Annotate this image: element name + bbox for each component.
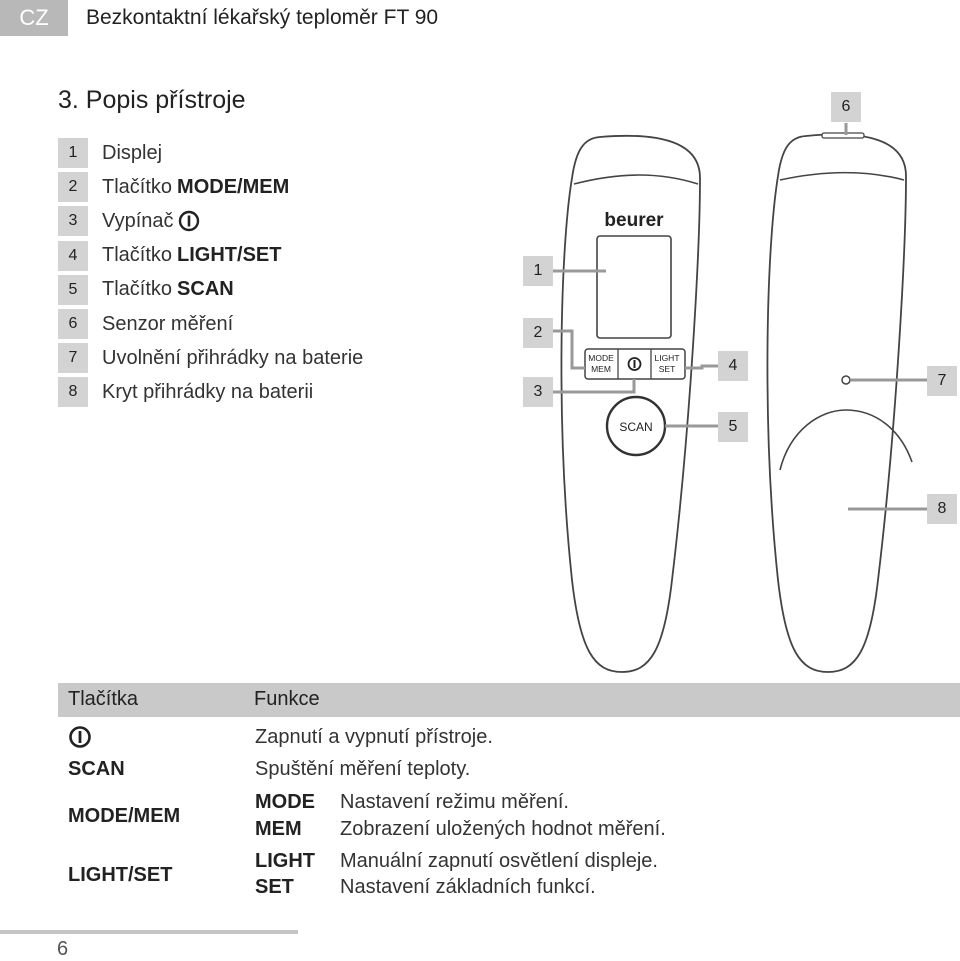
display-window: [596, 235, 672, 339]
sub-function-key: LIGHT: [255, 850, 315, 872]
sub-function-key: MODE: [255, 791, 315, 813]
callout-number: 5: [718, 412, 748, 442]
list-item: 8 Kryt přihrádky na baterii: [58, 375, 363, 409]
part-number: 4: [58, 240, 88, 271]
sub-function-key: SET: [255, 876, 294, 898]
callout-lines: [553, 123, 927, 511]
part-label-bold: MODE/MEM: [177, 175, 290, 198]
callout-number: 1: [523, 256, 553, 286]
power-icon: [627, 357, 642, 371]
part-label: Displej: [102, 141, 163, 164]
part-number: 7: [58, 343, 88, 374]
part-label: Vypínač: [102, 209, 174, 232]
part-label: Tlačítko: [102, 278, 173, 301]
callout-number: 7: [927, 366, 957, 396]
mem-button-label: MEM: [591, 364, 611, 374]
function-text: Nastavení režimu měření.: [340, 791, 569, 813]
list-item: 2 Tlačítko MODE/MEM: [58, 170, 363, 204]
section-title: 3. Popis přístroje: [58, 86, 246, 114]
list-item: 7 Uvolnění přihrádky na baterie: [58, 341, 363, 375]
function-text: Spuštění měření teploty.: [255, 758, 471, 780]
callout-number: 2: [523, 318, 553, 348]
list-item: 1 Displej: [58, 136, 363, 170]
callout-number: 4: [718, 351, 748, 381]
function-text: Zapnutí a vypnutí přístroje.: [255, 726, 493, 748]
part-label: Tlačítko: [102, 244, 173, 267]
scan-button-label: SCAN: [619, 420, 652, 434]
footer-divider: [0, 930, 298, 934]
part-label-bold: SCAN: [177, 278, 234, 301]
light-button-label: LIGHT: [654, 353, 679, 363]
table-header: Tlačítka Funkce: [58, 683, 960, 717]
set-button-label: SET: [659, 364, 676, 374]
function-text: Nastavení základních funkcí.: [340, 876, 596, 898]
part-number: 2: [58, 172, 88, 203]
part-label: Tlačítko: [102, 175, 173, 198]
callout-number: 3: [523, 377, 553, 407]
button-name: SCAN: [68, 758, 125, 780]
part-label: Uvolnění přihrádky na baterie: [102, 346, 364, 369]
page-number: 6: [57, 938, 69, 960]
device-back-cap-line: [779, 171, 905, 181]
document-header-title: Bezkontaktní lékařský teploměr FT 90: [86, 6, 439, 29]
device-back-body: [766, 133, 907, 673]
button-name: LIGHT/SET: [68, 864, 173, 886]
brand-logo: beurer: [604, 210, 664, 231]
list-item: 4 Tlačítko LIGHT/SET: [58, 239, 363, 273]
device-front-cap-line: [573, 174, 699, 185]
sensor-slot: [821, 132, 865, 139]
button-name: MODE/MEM: [68, 805, 181, 827]
list-item: 6 Senzor měření: [58, 307, 363, 341]
list-item: 5 Tlačítko SCAN: [58, 273, 363, 307]
column-header-function: Funkce: [254, 688, 320, 710]
battery-cover-outline: [779, 409, 913, 471]
part-label-bold: LIGHT/SET: [177, 244, 282, 267]
part-label: Kryt přihrádky na baterii: [102, 380, 314, 403]
function-text: Zobrazení uložených hodnot měření.: [340, 818, 666, 840]
thermometer-illustration: beurer MODE MEM LIGHT SET SCAN: [553, 123, 927, 673]
part-number: 8: [58, 377, 88, 408]
callout-number: 8: [927, 494, 957, 524]
part-number: 6: [58, 309, 88, 340]
column-header-buttons: Tlačítka: [68, 688, 139, 710]
power-icon: [69, 726, 91, 748]
function-text: Manuální zapnutí osvětlení displeje.: [340, 850, 658, 872]
parts-list: 1 Displej 2 Tlačítko MODE/MEM 3 Vypínač …: [58, 136, 363, 410]
part-number: 3: [58, 206, 88, 237]
part-number: 5: [58, 274, 88, 305]
power-icon: [178, 211, 199, 232]
part-number: 1: [58, 138, 88, 169]
battery-release-icon: [841, 375, 851, 385]
list-item: 3 Vypínač: [58, 204, 363, 238]
sub-function-key: MEM: [255, 818, 302, 840]
callout-number: 6: [831, 92, 861, 122]
language-badge: CZ: [0, 0, 68, 36]
mode-button-label: MODE: [588, 353, 614, 363]
part-label: Senzor měření: [102, 312, 234, 335]
